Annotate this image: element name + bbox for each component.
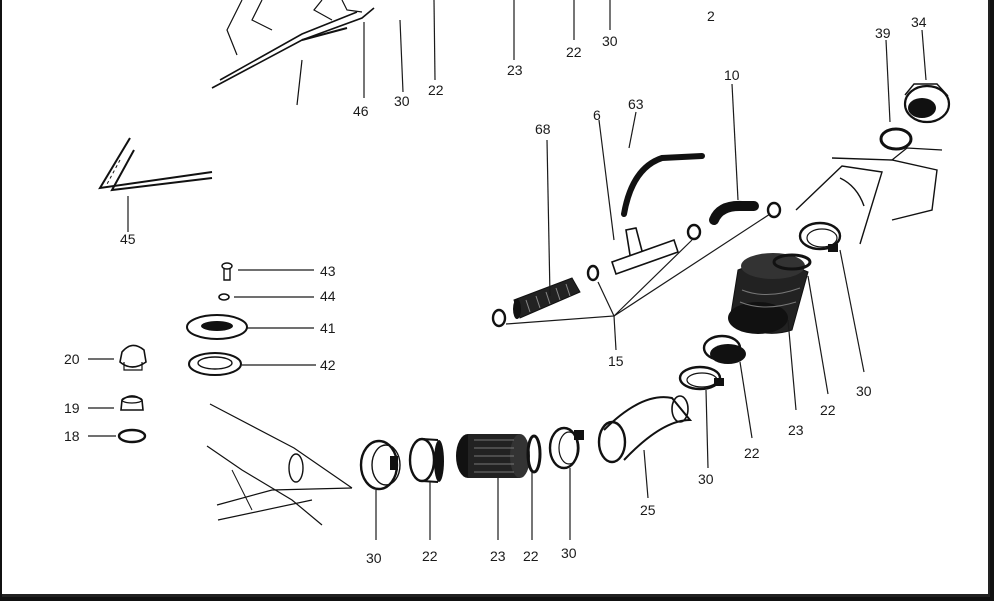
hose-10: [709, 200, 759, 225]
label-6: 6: [593, 107, 601, 123]
callout-labels: 2 30 22 23 22 30 46 45 68 6 63 10 39 34 …: [64, 8, 927, 566]
flange-41: [186, 314, 248, 340]
elbow-25: [597, 395, 693, 464]
label-22-bottom-b: 22: [523, 548, 539, 564]
hose-63: [621, 153, 705, 217]
body-panel-top-left: [211, 0, 375, 106]
label-41: 41: [320, 320, 336, 336]
cap-20: [119, 344, 147, 371]
label-20: 20: [64, 351, 80, 367]
label-30-top-a: 30: [394, 93, 410, 109]
label-2: 2: [707, 8, 715, 24]
label-30-top-b: 30: [602, 33, 618, 49]
washer-10: [766, 201, 782, 219]
label-63: 63: [628, 96, 644, 112]
sleeve-22-mid: [702, 334, 746, 364]
sleeve-22-upper: [772, 253, 812, 271]
label-22-top-a: 22: [428, 82, 444, 98]
washer-15-center: [586, 264, 600, 282]
washer-44: [218, 293, 230, 301]
label-10: 10: [724, 67, 740, 83]
label-15: 15: [608, 353, 624, 369]
label-22-top-b: 22: [566, 44, 582, 60]
label-22-right: 22: [820, 402, 836, 418]
gasket-39: [879, 127, 913, 151]
gasket-42: [188, 352, 242, 376]
clamp-30-bottom-center: [548, 426, 584, 470]
label-45: 45: [120, 231, 136, 247]
label-23-right: 23: [788, 422, 804, 438]
leader-lines: [88, 0, 927, 540]
bent-hose-45: [98, 137, 213, 192]
label-34: 34: [911, 14, 927, 30]
label-46: 46: [353, 103, 369, 119]
hose-68: [513, 277, 581, 319]
label-19: 19: [64, 400, 80, 416]
intake-housing: [795, 147, 943, 245]
label-30-bottom-a: 30: [366, 550, 382, 566]
t-piece-6: [610, 227, 680, 276]
hose-23-bottom: [456, 434, 530, 478]
label-22-mid: 22: [744, 445, 760, 461]
washer-15-left: [491, 308, 507, 328]
label-44: 44: [320, 288, 336, 304]
label-39: 39: [875, 25, 891, 41]
label-42: 42: [320, 357, 336, 373]
label-30-mid: 30: [698, 471, 714, 487]
hose-23-upper: [728, 253, 809, 334]
clamp-30-mid: [678, 365, 724, 391]
label-22-bottom-a: 22: [422, 548, 438, 564]
ring-18: [117, 428, 147, 444]
label-68: 68: [535, 121, 551, 137]
washer-15-right: [686, 223, 702, 241]
label-43: 43: [320, 263, 336, 279]
body-panel-bottom-left: [206, 403, 353, 526]
clamp-30-bottom-left: [359, 439, 401, 491]
cap-34: [903, 83, 951, 124]
bolt-43: [221, 262, 233, 281]
label-30-bottom-b: 30: [561, 545, 577, 561]
sleeve-22-bottom-left: [408, 437, 444, 483]
ring-22-bottom: [526, 434, 542, 474]
label-23-top: 23: [507, 62, 523, 78]
label-18: 18: [64, 428, 80, 444]
cap-19: [120, 395, 144, 411]
label-23-bottom: 23: [490, 548, 506, 564]
label-25: 25: [640, 502, 656, 518]
clamp-30-right: [798, 221, 842, 252]
label-30-right: 30: [856, 383, 872, 399]
